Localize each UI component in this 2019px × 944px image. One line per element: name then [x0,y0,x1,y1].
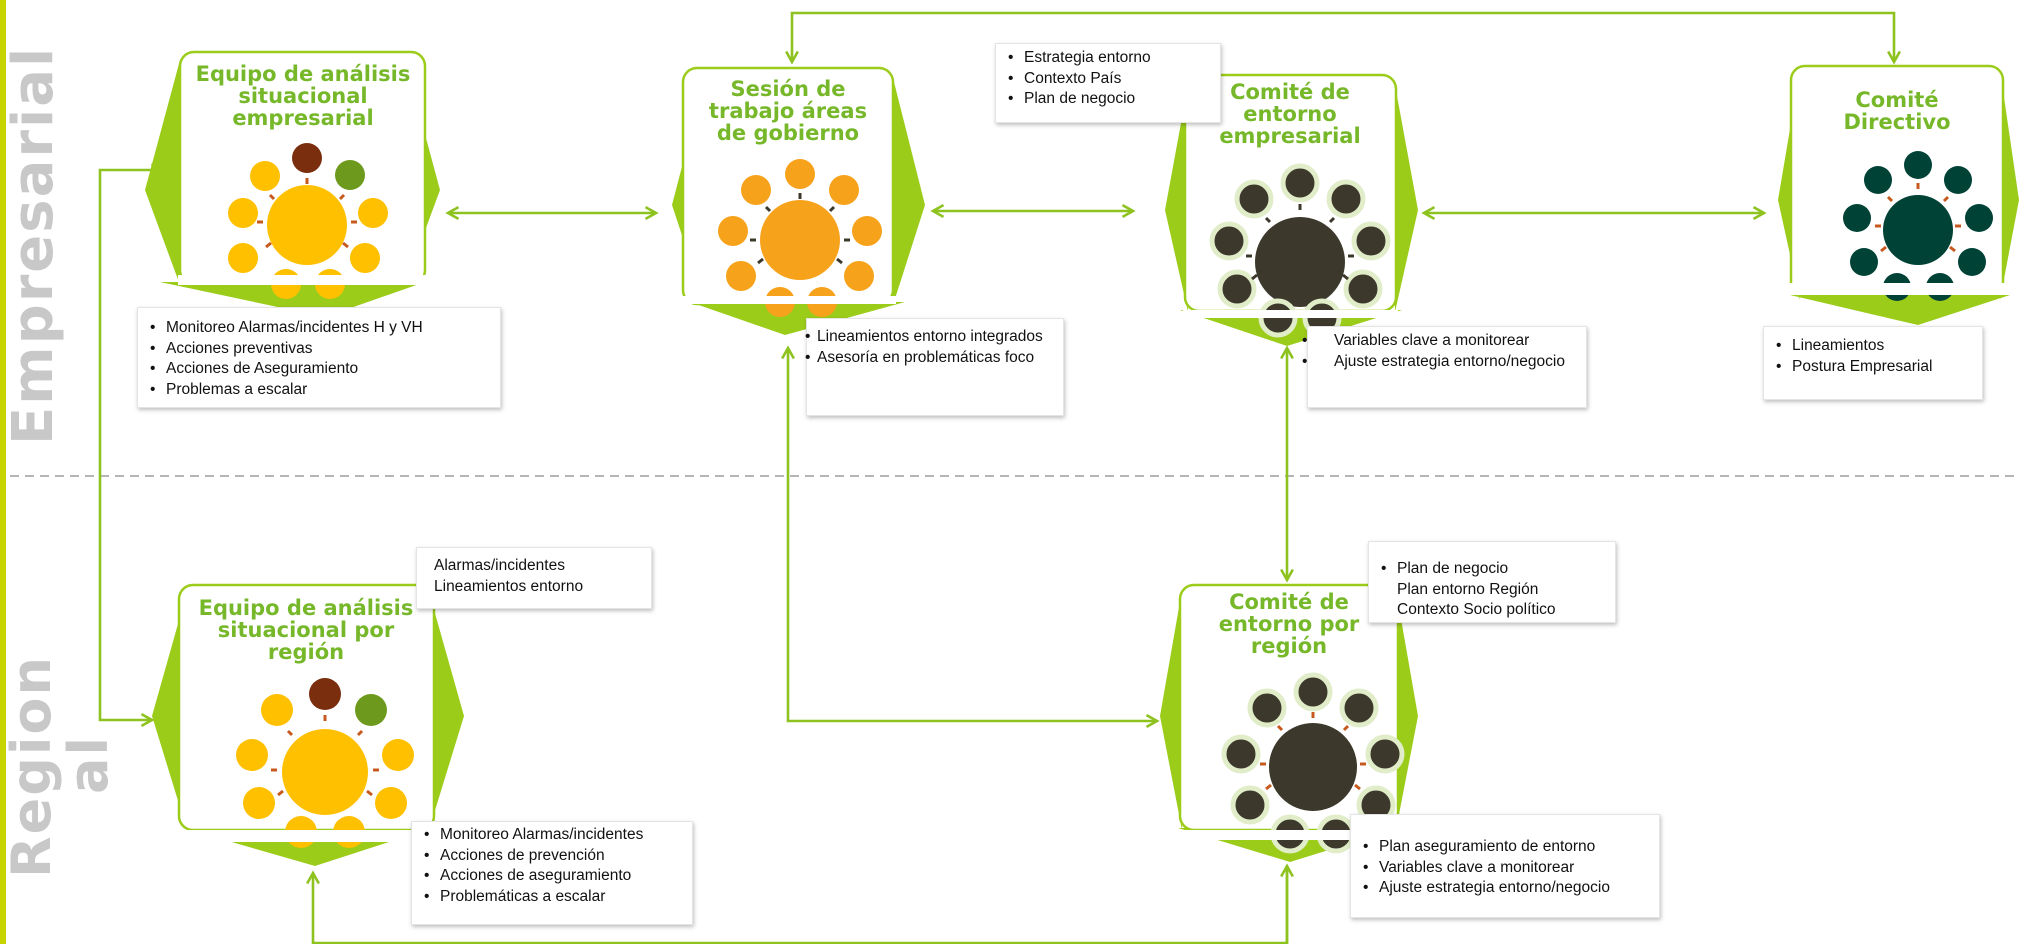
arrow-left-loop [98,170,162,720]
section-label-regional-line2: al [56,735,120,794]
note-item: Variables clave a monitorear [1318,331,1576,352]
note-item: Lineamientos entorno integrados [817,327,1053,348]
note-item: Acciones de aseguramiento [422,866,682,887]
title-equipo-empresarial: Equipo de análisis situacional empresari… [195,62,411,131]
note-sesion-top: Estrategia entorno Contexto País Plan de… [995,43,1221,123]
node-comite-region-people [1178,672,1405,854]
arrow-sesion-comite-reg [788,348,1157,721]
note-item: Monitoreo Alarmas/incidentes H y VH [148,318,490,339]
note-item: Asesoría en problemáticas foco [817,348,1053,369]
title-equipo-region: Equipo de análisis situacional por regió… [198,596,414,665]
title-comite-empresarial: Comité de entorno empresarial [1219,80,1361,149]
note-equipo-region-top: Alarmas/incidentes Lineamientos entorno [416,547,652,609]
left-accent-bar [0,0,6,944]
note-item: Alarmas/incidentes [434,557,565,574]
note-comite-empresarial: Variables clave a monitorear Ajuste estr… [1307,326,1587,408]
title-comite-region: Comité de entorno por región [1218,590,1360,659]
note-item: Estrategia entorno [1006,48,1210,69]
node-directivo-people [1789,151,2005,301]
note-comite-region-top: Plan de negocio Plan entorno Región Cont… [1368,541,1616,623]
title-sesion: Sesión de trabajo áreas de gobierno [708,77,868,146]
note-item: Plan de negocio [1006,89,1210,110]
note-item: Acciones de prevención [422,846,682,867]
node-equipo-region-people [177,678,436,848]
note-item: Contexto Socio político [1397,601,1556,618]
note-item: Problemáticas a escalar [422,887,682,908]
note-item: Variables clave a monitorear [1361,858,1649,879]
note-equipo-region-bottom: Monitoreo Alarmas/incidentes Acciones de… [411,821,693,925]
note-equipo-empresarial: Monitoreo Alarmas/incidentes H y VH Acci… [137,307,501,408]
note-item: Ajuste estrategia entorno/negocio [1318,352,1576,373]
note-item: Postura Empresarial [1774,357,1972,378]
title-directivo: Comité Directivo [1843,88,1951,135]
note-item: Monitoreo Alarmas/incidentes [422,825,682,846]
note-item: Lineamientos entorno [434,577,584,595]
note-directivo: Lineamientos Postura Empresarial [1763,326,1983,400]
note-item: Acciones de Aseguramiento [148,359,490,380]
note-item: Lineamientos [1774,336,1972,357]
node-equipo-empresarial-people [178,143,428,299]
note-item: Acciones preventivas [148,339,490,360]
note-item: Ajuste estrategia entorno/negocio [1361,878,1649,899]
note-sesion-bottom: Lineamientos entorno integrados Asesoría… [806,318,1064,416]
note-item: Plan aseguramiento de entorno [1361,837,1649,858]
node-sesion-people [680,159,896,317]
connectors [98,11,1894,944]
note-item: Plan entorno Región [1397,580,1539,598]
note-item: Contexto País [1006,69,1210,90]
arrow-top-loop [792,11,1894,62]
section-label-empresarial: Empresarial [1,45,66,445]
section-label-regional-line1: Region [0,655,63,878]
note-item: Problemas a escalar [148,380,490,401]
note-comite-region-bottom: Plan aseguramiento de entorno Variables … [1350,814,1660,918]
section-label-regional: Region al [0,655,120,878]
note-item: Plan de negocio [1379,559,1605,580]
